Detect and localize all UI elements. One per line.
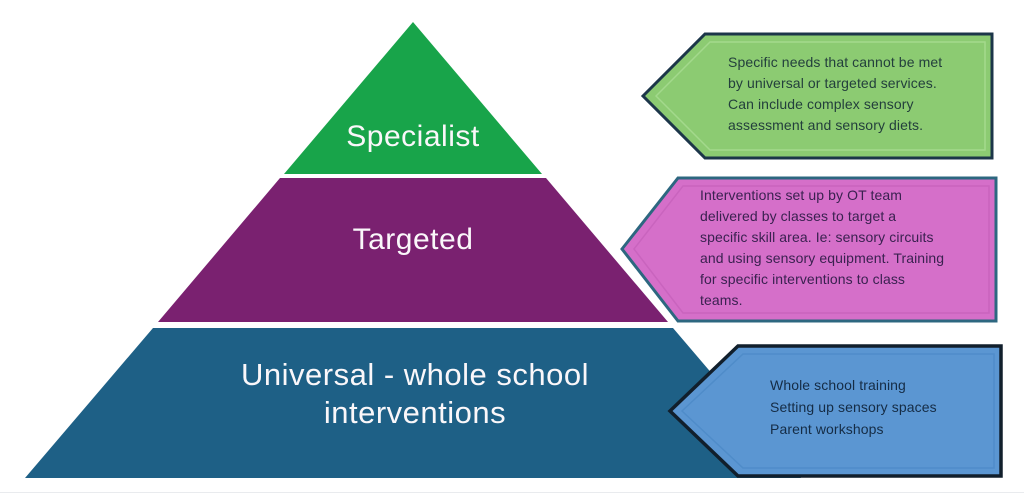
callout-text-specialist: Specific needs that cannot be met by uni… <box>728 54 943 133</box>
bottom-divider <box>0 492 1024 493</box>
callout-inner-line-specialist <box>654 41 986 151</box>
callout-text-universal: Whole school training Setting up sensory… <box>770 377 937 437</box>
callout-shape-specialist <box>640 32 994 160</box>
tier-label-specialist: Specialist <box>346 120 480 153</box>
callout-text-targeted: Interventions set up by OT team delivere… <box>700 187 945 308</box>
pyramid-tier-specialist <box>284 22 542 174</box>
tier-label-targeted: Targeted <box>352 223 474 256</box>
tier-label-universal: Universal - whole school interventions <box>241 357 589 430</box>
callout-shape-targeted <box>620 176 998 323</box>
callout-inner-line-targeted <box>633 185 990 314</box>
pyramid-tier-universal <box>25 328 801 478</box>
pyramid-tier-targeted <box>158 178 668 322</box>
callout-shape-universal <box>667 344 1003 478</box>
callout-inner-line-universal <box>680 353 995 469</box>
